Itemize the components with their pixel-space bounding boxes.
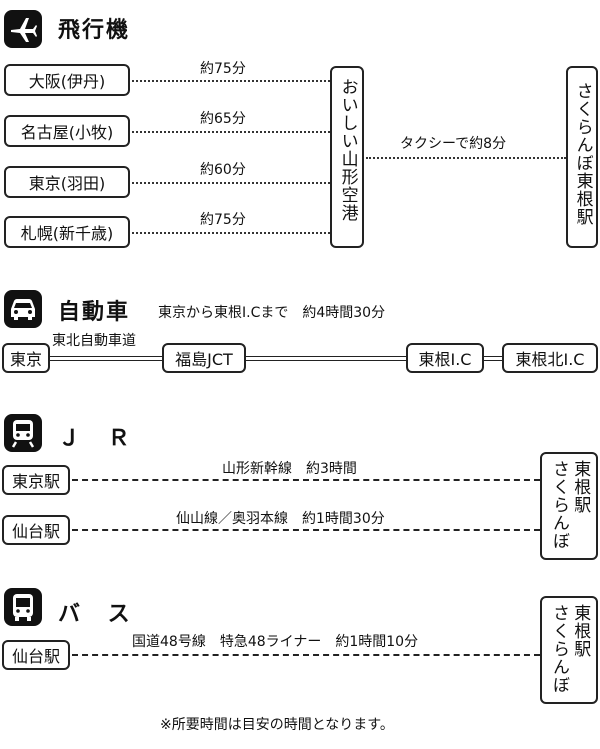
origin-label: 東京(羽田)	[28, 174, 106, 193]
car-start-box: 東京	[2, 343, 50, 373]
jr-line	[72, 479, 540, 481]
flight-time: 約65分	[200, 111, 246, 127]
bus-origin-label: 仙台駅	[11, 647, 60, 666]
ic-box: 東根I.C	[406, 343, 484, 373]
expressway-label: 東北自動車道	[52, 333, 136, 349]
car-start-label: 東京	[9, 350, 42, 369]
expressway-line	[484, 356, 502, 361]
airport-label: おいしい山形空港	[337, 78, 358, 222]
jct-box: 福島JCT	[162, 343, 246, 373]
bus-origin-sendai: 仙台駅	[2, 640, 70, 670]
jr-line-label: 山形新幹線 約3時間	[222, 461, 357, 477]
station-label: 東根駅	[570, 460, 591, 514]
station-label: さくらんぼ	[549, 460, 569, 550]
origin-label: 名古屋(小牧)	[20, 123, 114, 142]
expressway-line	[50, 356, 162, 361]
airplane-icon	[4, 10, 42, 48]
jr-line	[72, 529, 540, 531]
ic-north-label: 東根北I.C	[515, 350, 585, 369]
jr-station-box: さくらんぼ 東根駅	[540, 452, 598, 560]
train-icon	[4, 414, 42, 452]
bus-line	[72, 654, 540, 656]
jct-label: 福島JCT	[175, 350, 233, 369]
origin-tokyo: 東京(羽田)	[4, 166, 130, 198]
bus-station-box: さくらんぼ 東根駅	[540, 596, 598, 704]
route-line	[132, 182, 330, 184]
bus-line-label: 国道48号線 特急48ライナー 約1時間10分	[132, 634, 419, 650]
bus-section-title: バ ス	[58, 602, 140, 627]
flight-time: 約60分	[200, 162, 246, 178]
origin-nagoya: 名古屋(小牧)	[4, 115, 130, 147]
origin-label: 大阪(伊丹)	[28, 72, 106, 91]
taxi-label: タクシーで約8分	[400, 136, 507, 152]
flight-time: 約75分	[200, 212, 246, 228]
origin-osaka: 大阪(伊丹)	[4, 64, 130, 96]
jr-origin-sendai: 仙台駅	[2, 515, 70, 545]
ic-label: 東根I.C	[418, 350, 472, 369]
route-line	[132, 232, 330, 234]
air-station-box: さくらんぼ東根駅	[566, 66, 598, 248]
airport-box: おいしい山形空港	[330, 66, 364, 248]
car-icon	[4, 290, 42, 328]
jr-origin-label: 仙台駅	[11, 522, 60, 541]
footnote: ※所要時間は目安の時間となります。	[160, 717, 394, 733]
flight-time: 約75分	[200, 61, 246, 77]
air-section-title: 飛行機	[58, 18, 131, 43]
expressway-line	[246, 356, 406, 361]
jr-origin-tokyo: 東京駅	[2, 465, 70, 495]
jr-line-label: 仙山線／奥羽本線 約1時間30分	[176, 511, 385, 527]
station-label: さくらんぼ	[549, 604, 569, 694]
jr-section-title: Ｊ Ｒ	[58, 426, 140, 451]
route-line	[132, 80, 330, 82]
origin-sapporo: 札幌(新千歳)	[4, 216, 130, 248]
car-section-title: 自動車	[58, 300, 131, 325]
station-label: さくらんぼ東根駅	[572, 82, 593, 226]
car-summary: 東京から東根I.Cまで 約4時間30分	[158, 305, 386, 321]
ic-north-box: 東根北I.C	[502, 343, 598, 373]
taxi-line	[366, 157, 566, 159]
route-line	[132, 131, 330, 133]
origin-label: 札幌(新千歳)	[20, 224, 114, 243]
jr-origin-label: 東京駅	[11, 472, 60, 491]
bus-icon	[4, 588, 42, 626]
station-label: 東根駅	[570, 604, 591, 658]
